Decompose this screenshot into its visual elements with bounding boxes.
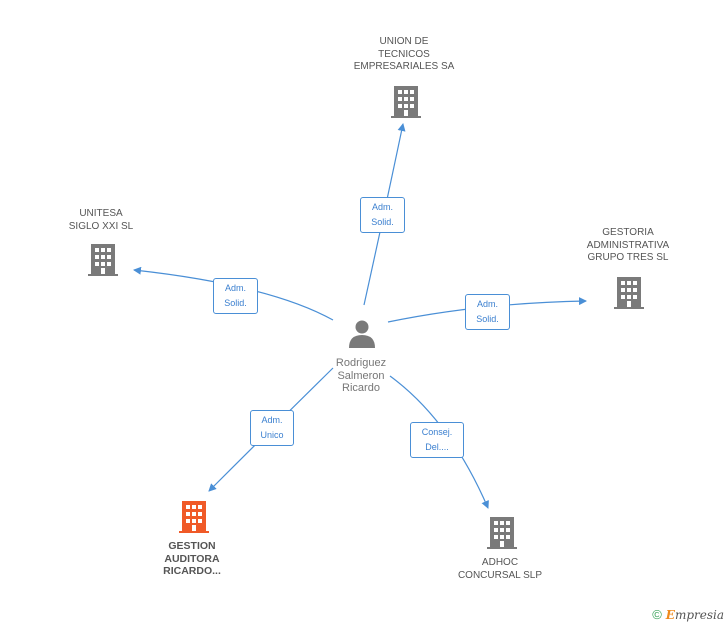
person-name[interactable]: Rodriguez Salmeron Ricardo (335, 357, 387, 394)
company-name-gestion[interactable]: GESTION AUDITORA RICARDO... (163, 540, 221, 577)
person-icon (349, 320, 375, 348)
relation-label-unitesa[interactable]: Adm. Solid. (213, 278, 258, 314)
company-name-unitesa[interactable]: UNITESA SIGLO XXI SL (68, 208, 134, 232)
building-icon (487, 517, 517, 549)
building-icon-highlight (179, 501, 209, 533)
company-name-union[interactable]: UNION DE TECNICOS EMPRESARIALES SA (353, 36, 455, 72)
relation-label-union[interactable]: Adm. Solid. (360, 197, 405, 233)
relation-label-gestoria[interactable]: Adm. Solid. (465, 294, 510, 330)
relation-label-gestion[interactable]: Adm. Unico (250, 410, 294, 446)
empresia-watermark: ©Empresia (652, 607, 724, 622)
building-icon (88, 244, 118, 276)
building-icon (614, 277, 644, 309)
empresia-logo: Empresia (665, 608, 724, 622)
company-name-gestoria[interactable]: GESTORIA ADMINISTRATIVA GRUPO TRES SL (586, 227, 670, 263)
company-name-adhoc[interactable]: ADHOC CONCURSAL SLP (457, 557, 543, 581)
building-icon (391, 86, 421, 118)
copyright-symbol: © (652, 607, 662, 622)
relation-label-adhoc[interactable]: Consej. Del.... (410, 422, 464, 458)
